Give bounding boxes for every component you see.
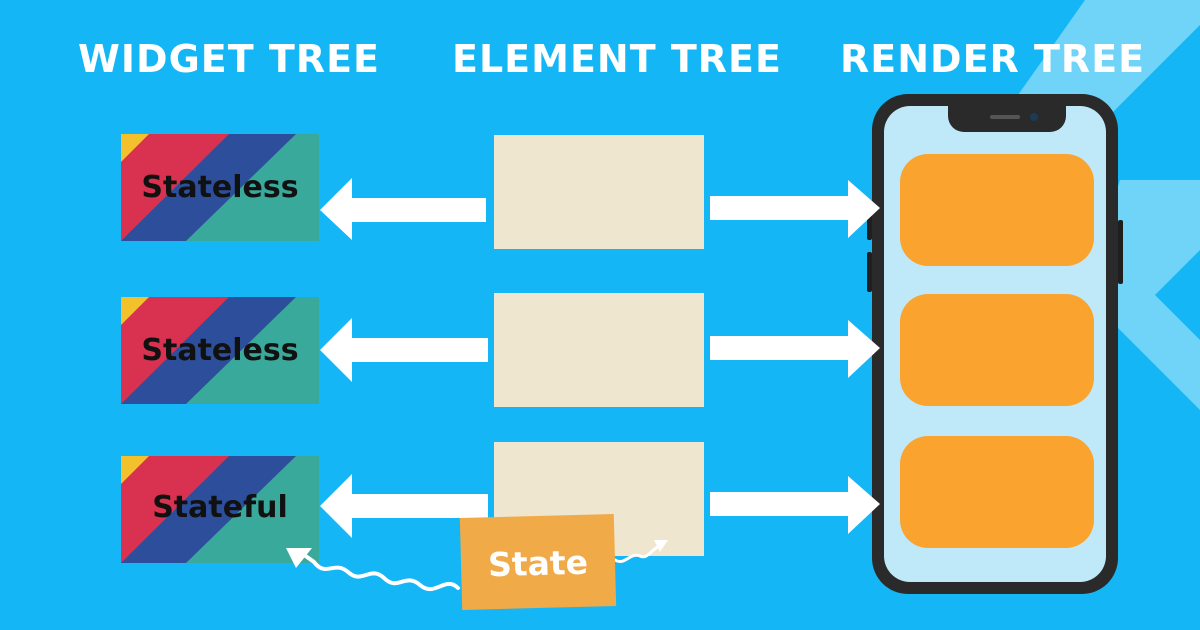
arrow-left-icon xyxy=(320,474,488,538)
render-box-3 xyxy=(900,436,1094,548)
arrow-right-icon xyxy=(710,180,880,238)
state-label: State xyxy=(487,542,589,585)
arrow-left-icon xyxy=(320,178,486,240)
widget-stateful: Stateful xyxy=(121,456,319,563)
widget-stateless-2: Stateless xyxy=(121,297,319,404)
widget-stateless-1: Stateless xyxy=(121,134,319,241)
render-box-1 xyxy=(900,154,1094,266)
widget-label: Stateful xyxy=(152,490,288,525)
phone-screen xyxy=(884,106,1106,582)
render-tree-heading: RENDER TREE xyxy=(840,37,1146,81)
squiggle-arrow-icon xyxy=(613,540,668,563)
phone-side-button xyxy=(867,252,872,292)
element-tree-heading: ELEMENT TREE xyxy=(452,37,782,81)
element-box-1 xyxy=(494,135,704,249)
phone-notch xyxy=(948,106,1066,132)
state-box: State xyxy=(459,514,617,610)
squiggle-arrow-icon xyxy=(286,548,460,592)
widget-tree-heading: WIDGET TREE xyxy=(78,37,380,81)
phone-side-button xyxy=(1118,220,1123,284)
arrow-left-icon xyxy=(320,318,488,382)
arrow-right-icon xyxy=(710,476,880,534)
smartphone-icon xyxy=(872,94,1118,594)
widget-label: Stateless xyxy=(141,170,299,205)
element-box-2 xyxy=(494,293,704,407)
phone-side-button xyxy=(867,200,872,240)
arrow-right-icon xyxy=(710,320,880,378)
render-box-2 xyxy=(900,294,1094,406)
widget-label: Stateless xyxy=(141,333,299,368)
